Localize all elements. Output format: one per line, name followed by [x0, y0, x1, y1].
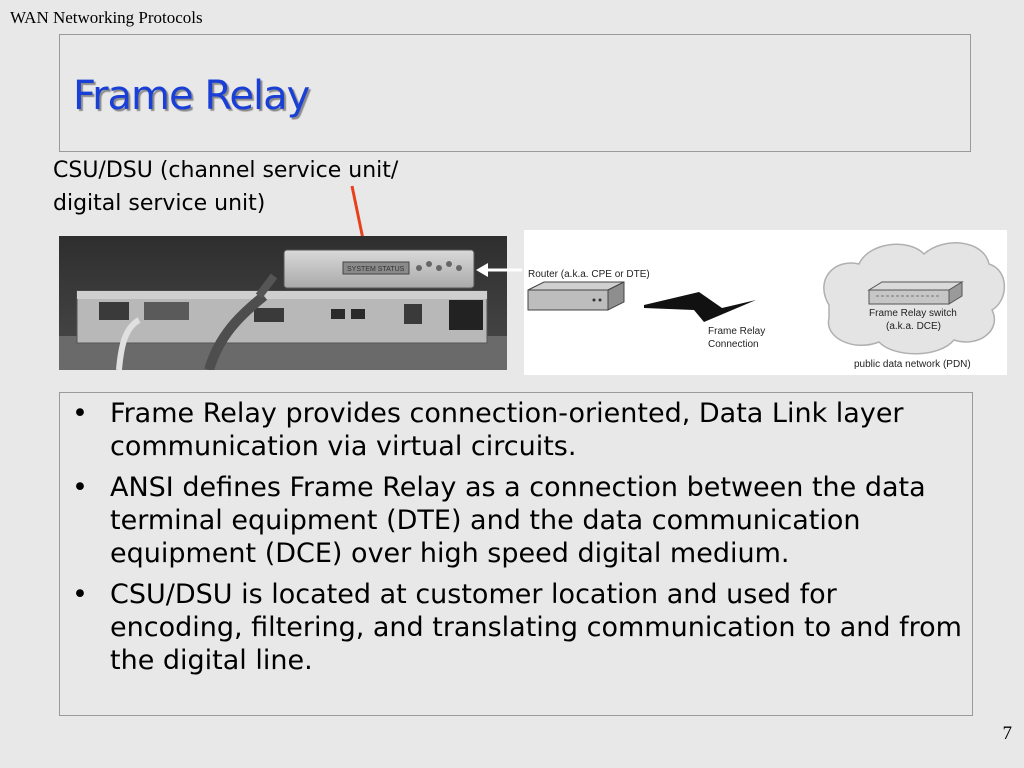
connection-bolt-icon [644, 292, 756, 322]
bullet-list: • Frame Relay provides connection-oriente… [72, 397, 962, 685]
connection-label-2: Connection [708, 339, 759, 350]
connection-label-1: Frame Relay [708, 326, 766, 337]
network-label: public data network (PDN) [854, 359, 971, 370]
bullet-text: CSU/DSU is located at customer location … [110, 579, 962, 676]
page-number: 7 [1002, 723, 1013, 744]
switch-label-1: Frame Relay switch [869, 308, 957, 319]
frame-relay-switch-icon [867, 281, 964, 305]
csu-dsu-photo: SYSTEM STATUS [59, 236, 507, 370]
display-text: SYSTEM STATUS [347, 266, 405, 273]
router-icon [527, 281, 625, 311]
caption-line-2: digital service unit) [53, 191, 266, 216]
bullet-dot-icon: • [72, 472, 88, 503]
switch-label-2: (a.k.a. DCE) [886, 321, 942, 332]
white-arrow-icon [476, 263, 522, 277]
bullet-item: • CSU/DSU is located at customer location… [72, 578, 962, 677]
csu-dsu-caption: CSU/DSU (channel service unit/ digital s… [53, 154, 398, 220]
content-box: • Frame Relay provides connection-oriente… [59, 392, 973, 716]
title-box: Frame Relay [59, 34, 971, 152]
diagram-graphics [527, 242, 1006, 355]
frame-relay-diagram: Router (a.k.a. CPE or DTE) Frame Relay C… [524, 230, 1007, 375]
router-label: Router (a.k.a. CPE or DTE) [528, 269, 650, 280]
bullet-item: • ANSI defines Frame Relay as a connectio… [72, 471, 962, 570]
slide-title: Frame Relay [73, 73, 310, 119]
bullet-dot-icon: • [72, 579, 88, 610]
caption-line-1: CSU/DSU (channel service unit/ [53, 158, 399, 183]
bullet-text: Frame Relay provides connection-oriented… [110, 398, 904, 462]
bullet-text: ANSI defines Frame Relay as a connection… [110, 472, 926, 569]
bullet-dot-icon: • [72, 398, 88, 429]
bullet-item: • Frame Relay provides connection-oriente… [72, 397, 962, 463]
header-text: WAN Networking Protocols [10, 8, 203, 27]
